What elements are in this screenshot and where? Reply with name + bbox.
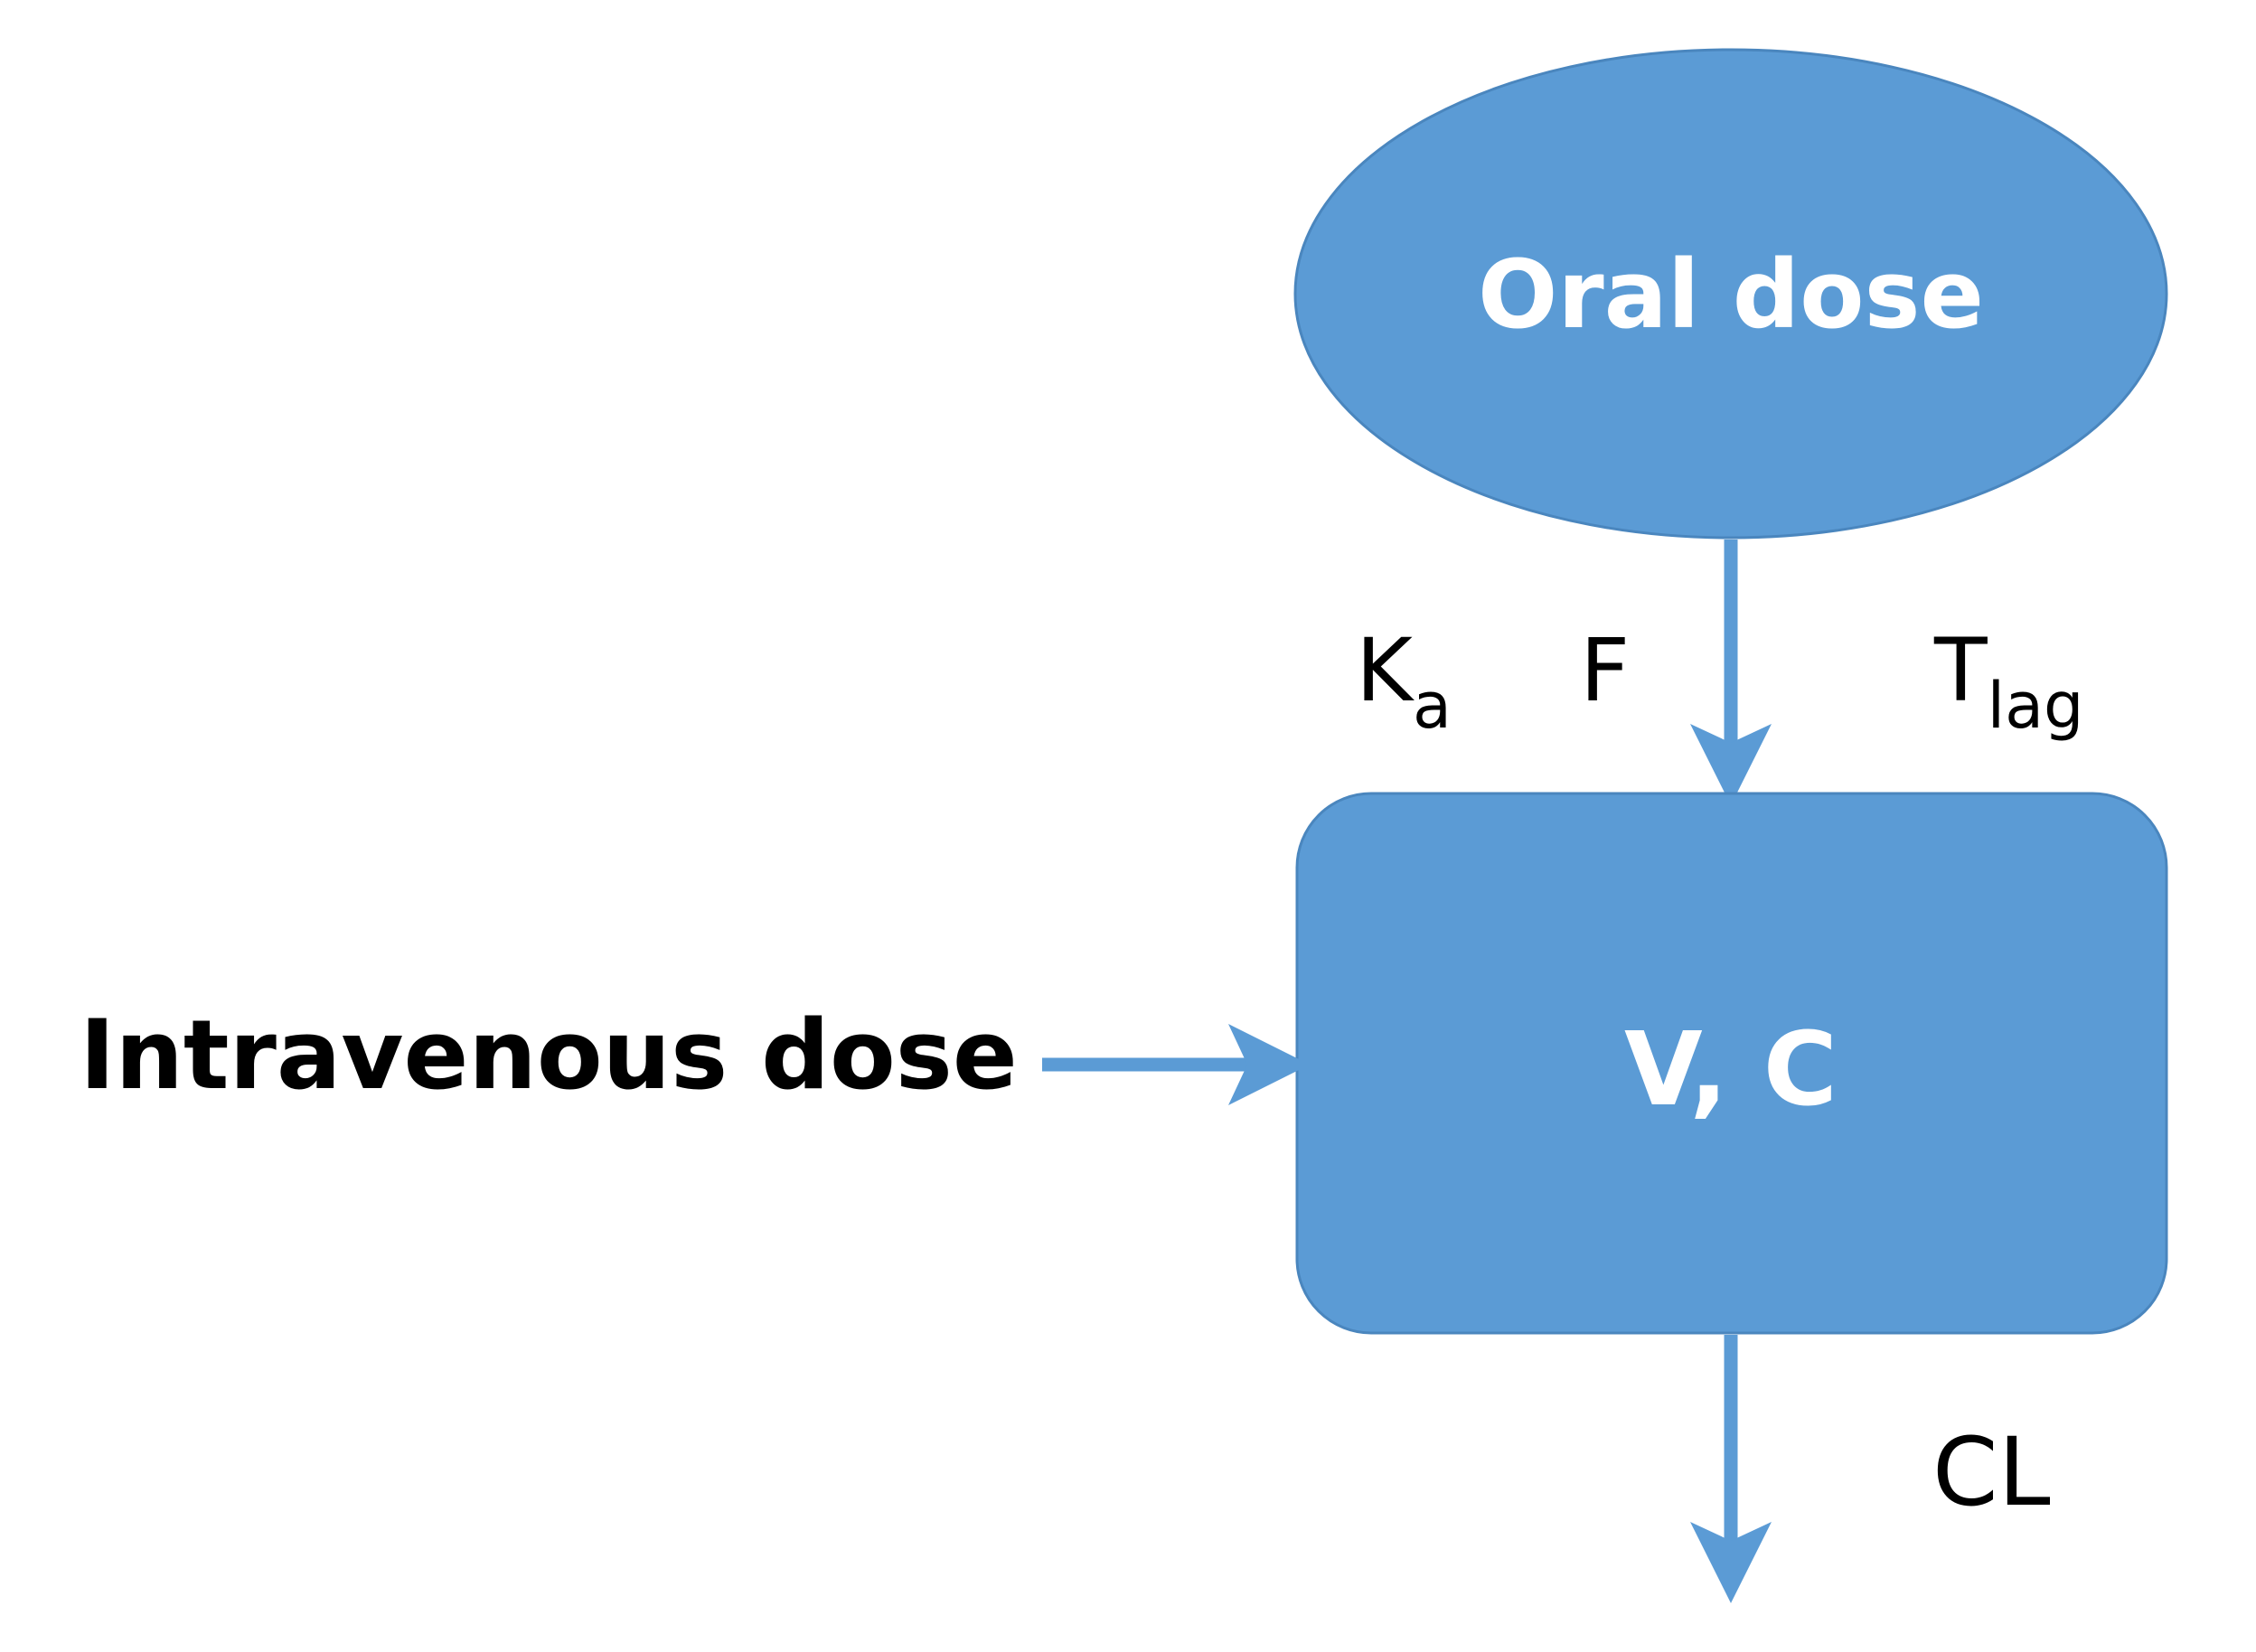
f-label: F bbox=[1580, 620, 1630, 721]
iv-dose-label: Intravenous dose bbox=[80, 1000, 1018, 1111]
oral-dose-node bbox=[1293, 48, 2168, 540]
oral-dose-label: Oral dose bbox=[1478, 239, 1984, 350]
ka-label: Ka bbox=[1356, 620, 1452, 743]
tlag-main: T bbox=[1933, 620, 1988, 721]
tlag-label: Tlag bbox=[1933, 620, 2083, 743]
cl-label: CL bbox=[1932, 1417, 2051, 1527]
central-compartment-label: V, C bbox=[1624, 1011, 1838, 1129]
ka-subscript: a bbox=[1413, 669, 1452, 743]
tlag-subscript: lag bbox=[1988, 669, 2084, 743]
ka-main: K bbox=[1356, 620, 1415, 721]
